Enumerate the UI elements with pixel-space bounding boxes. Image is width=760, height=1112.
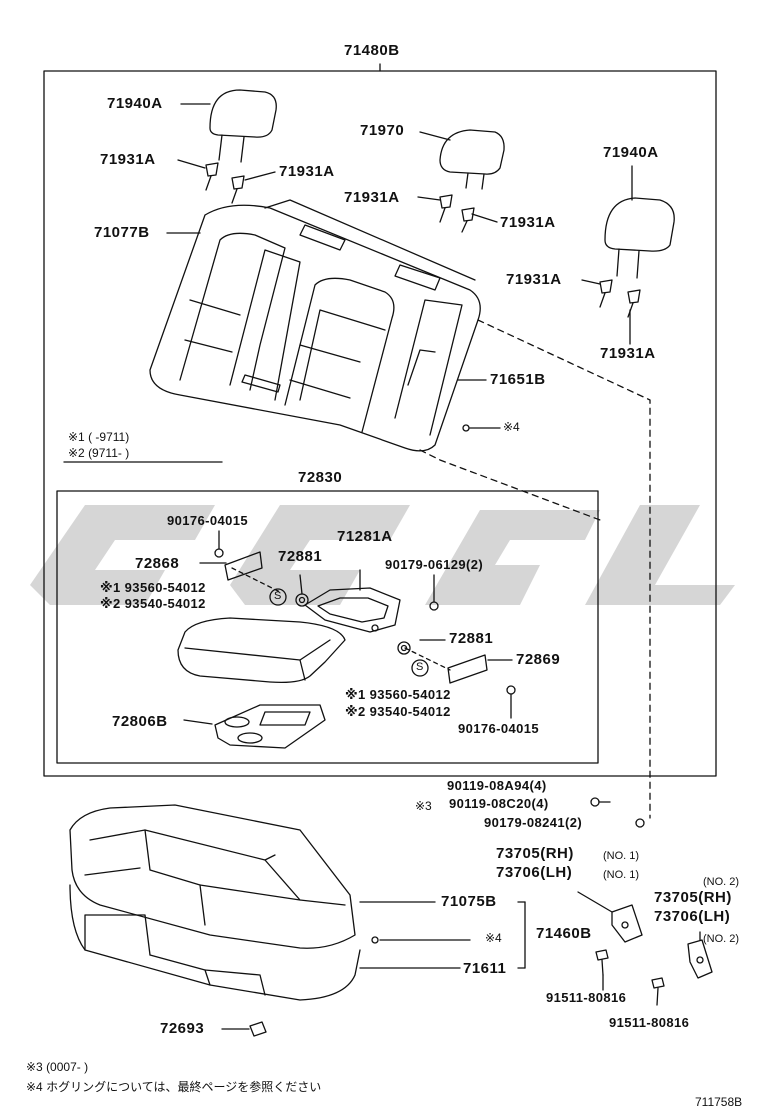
hog-ring-label: 71460B <box>536 925 592 942</box>
support-label-6: 71931A <box>600 345 656 362</box>
hinge-label: 71281A <box>337 528 393 545</box>
headrest-left-label: 71940A <box>107 95 163 112</box>
bolt-b-label: 90119-08A94(4) <box>447 778 547 793</box>
armrest-assembly-frame <box>56 490 599 764</box>
footnote-3: ※3 (0007- ) <box>26 1060 89 1074</box>
screw-b-label: 90176-04015 <box>458 721 540 736</box>
support-label-1: 71931A <box>100 151 156 168</box>
cover-a-label: 72868 <box>135 555 180 572</box>
lock-lh1-label: 73706(LH) <box>496 864 573 881</box>
support-label-5: 71931A <box>506 271 562 288</box>
mark3-label: ※3 <box>415 799 432 813</box>
clip-b1-label: ※1 93560-54012 <box>345 687 451 702</box>
seatback-drawing <box>149 199 481 452</box>
bolt-d-label: 90179-08241(2) <box>484 815 583 830</box>
headrest-right-label: 71940A <box>603 144 659 161</box>
support-label-2: 71931A <box>279 163 335 180</box>
armrest-drawing <box>177 530 516 749</box>
back-pad-label: 71651B <box>490 371 546 388</box>
date-note-1: ※1 ( -9711) <box>68 430 130 444</box>
headrest-center-label: 71970 <box>360 122 405 139</box>
bushing-b-label: 72881 <box>449 630 494 647</box>
support-label-3: 71931A <box>344 189 400 206</box>
seatback-assembly-frame <box>43 70 717 777</box>
lock-rh2-label: 73705(RH) <box>654 889 732 906</box>
screw-a-label: 90176-04015 <box>167 513 249 528</box>
cupholder-label: 72806B <box>112 713 168 730</box>
lock-no1b-label: (NO. 1) <box>603 869 640 881</box>
back-cover-label: 71077B <box>94 224 150 241</box>
assembly-label: 71480B <box>344 42 400 59</box>
lock-no2b-label: (NO. 2) <box>703 933 740 945</box>
clip-a2-label: ※2 93540-54012 <box>100 596 206 611</box>
lock-rh1-label: 73705(RH) <box>496 845 574 862</box>
watermark-logo <box>30 505 735 605</box>
bolt-f-label: 91511-80816 <box>609 1015 690 1030</box>
clip-c-label: 72693 <box>160 1020 205 1037</box>
cushion-hog-mark: ※4 <box>485 931 502 945</box>
lock-drawing <box>577 891 713 1006</box>
bushing-a-label: 72881 <box>278 548 323 565</box>
cushion-pad-label: 71611 <box>463 960 507 977</box>
lock-lh2-label: 73706(LH) <box>654 908 731 925</box>
headrest-right-drawing <box>599 197 675 318</box>
footnote-4: ※4 ホグリングについては、最終ページを参照ください <box>26 1080 322 1094</box>
hog-ring-mark-top: ※4 <box>503 420 520 434</box>
s-marker-1: S <box>274 590 282 602</box>
s-marker-2: S <box>416 661 424 673</box>
clip-a1-label: ※1 93560-54012 <box>100 580 206 595</box>
support-label-4: 71931A <box>500 214 556 231</box>
seat-cushion-drawing <box>69 804 361 1001</box>
bolt-a-label: 90179-06129(2) <box>385 557 484 572</box>
headrest-left-drawing <box>205 89 277 204</box>
lock-no1a-label: (NO. 1) <box>603 850 640 862</box>
bolt-e-label: 91511-80816 <box>546 990 627 1005</box>
cover-b-label: 72869 <box>516 651 561 668</box>
date-note-2: ※2 (9711- ) <box>68 446 130 460</box>
headrest-center-drawing <box>439 129 505 233</box>
clip-b2-label: ※2 93540-54012 <box>345 704 451 719</box>
figure-id: 711758B <box>695 1095 743 1109</box>
lock-no2a-label: (NO. 2) <box>703 876 740 888</box>
armrest-label: 72830 <box>298 469 343 486</box>
bolt-c-label: 90119-08C20(4) <box>449 796 549 811</box>
cushion-cover-label: 71075B <box>441 893 497 910</box>
